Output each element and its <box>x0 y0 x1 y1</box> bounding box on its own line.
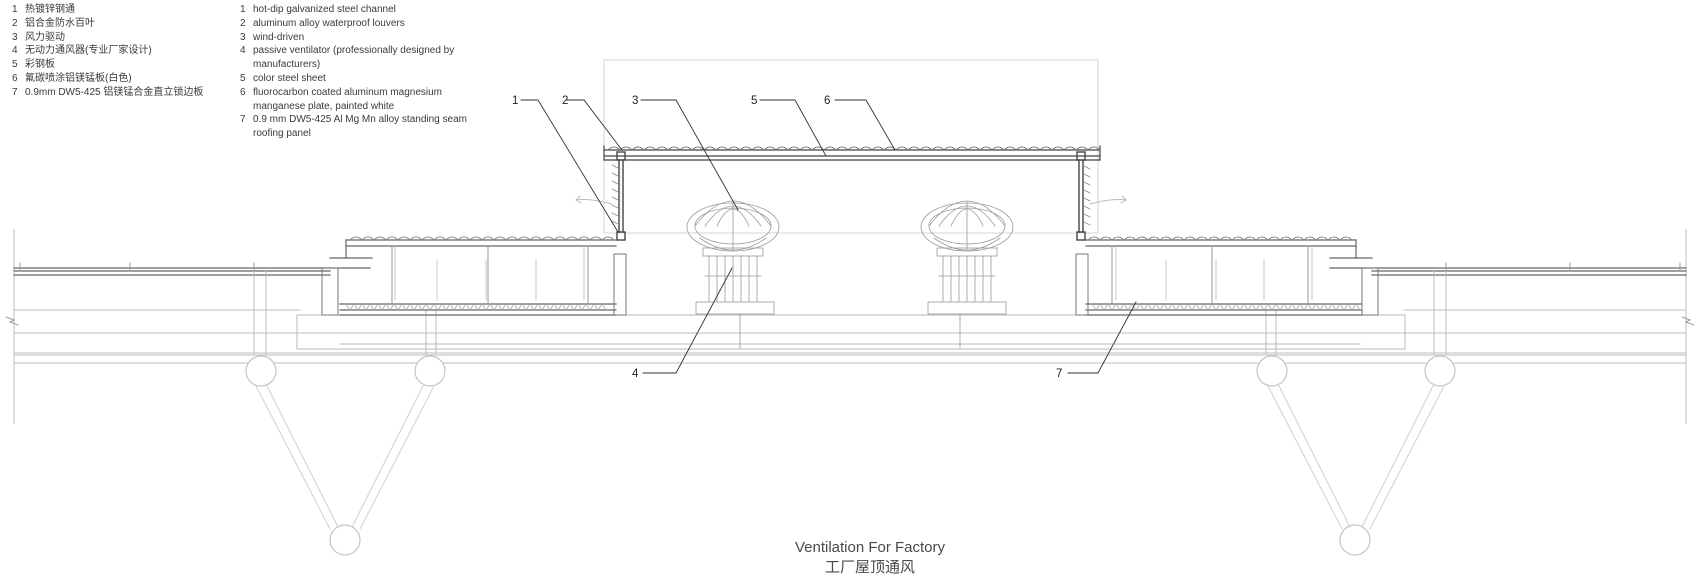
turbine-ventilator-right <box>920 200 1014 349</box>
legend-zh-num: 5 <box>12 59 18 71</box>
legend-zh-text: 风力驱动 <box>25 31 65 43</box>
legend-zh-text: 0.9mm DW5-425 铝镁锰合金直立锁边板 <box>25 86 204 98</box>
legend-zh-num: 6 <box>12 72 18 84</box>
legend-en-text: aluminum alloy waterproof louvers <box>253 17 405 29</box>
title-english: Ventilation For Factory <box>794 539 946 556</box>
cap-roof <box>603 145 1101 161</box>
cap-outline <box>603 59 1099 234</box>
legend-zh-item-3: 3 风力驱动 <box>12 31 232 45</box>
insulation-hatch <box>345 303 1361 311</box>
callout-1: 1 <box>512 95 518 107</box>
legend-zh-text: 铝合金防水百叶 <box>25 17 95 29</box>
legend-en-item-1: 1 hot-dip galvanized steel channel <box>240 3 470 17</box>
legend-en-item-4: 4 passive ventilator (professionally desi… <box>240 44 470 72</box>
hangers <box>394 245 1313 301</box>
lower-roof-left <box>13 267 371 276</box>
legend-zh-text: 无动力通风器(专业厂家设计) <box>25 45 152 57</box>
raised-roof-ribs <box>349 236 1353 241</box>
legend-en-item-2: 2 aluminum alloy waterproof louvers <box>240 17 470 31</box>
side-walls <box>321 253 1379 316</box>
lower-roof-right <box>1329 267 1687 276</box>
legend-zh-item-4: 4 无动力通风器(专业厂家设计) <box>12 44 232 58</box>
callout-leaders <box>520 99 1137 374</box>
callout-2: 2 <box>562 95 568 107</box>
steel-channel-left <box>616 151 626 241</box>
truss-joints <box>245 355 1456 556</box>
legend-en-text: fluorocarbon coated aluminum magnesium m… <box>253 86 442 112</box>
base-slab <box>296 314 1406 350</box>
columns <box>253 270 1447 356</box>
legend-zh-item-1: 1 热镀锌钢通 <box>12 3 232 17</box>
steel-channel-right <box>1076 151 1086 241</box>
legend-zh-num: 7 <box>12 86 18 98</box>
truss-diagonals <box>255 383 1445 530</box>
legend-zh-item-6: 6 氟碳喷涂铝镁锰板(白色) <box>12 72 232 86</box>
legend-en-item-6: 6 fluorocarbon coated aluminum magnesium … <box>240 86 470 114</box>
legend-en-num: 5 <box>240 72 246 84</box>
turbine-ventilator-left <box>686 200 780 349</box>
lower-roof-seams <box>19 262 1681 272</box>
raised-roof-left <box>329 239 617 316</box>
callout-5: 5 <box>751 95 757 107</box>
legend-zh-text: 热镀锌钢通 <box>25 4 75 15</box>
callout-4: 4 <box>632 368 639 380</box>
drawing-title: Ventilation For Factory 工厂屋顶通风 <box>700 538 1040 578</box>
raised-roof-right <box>1085 239 1373 316</box>
legend-en-num: 6 <box>240 86 246 98</box>
legend-en-num: 3 <box>240 31 246 43</box>
legend-en-num: 7 <box>240 114 246 126</box>
airflow-arrows <box>575 195 1127 205</box>
break-marks <box>5 316 1695 326</box>
legend-en-text: color steel sheet <box>253 72 326 84</box>
raised-roof-posts <box>391 245 1309 305</box>
main-beam <box>13 229 1687 424</box>
legend-zh-text: 氟碳喷涂铝镁锰板(白色) <box>25 72 132 84</box>
callout-3: 3 <box>632 95 638 107</box>
callout-7: 7 <box>1056 368 1062 380</box>
legend-zh-num: 3 <box>12 31 18 43</box>
legend-zh-item-5: 5 彩钢板 <box>12 58 232 72</box>
legend-zh-num: 1 <box>12 4 18 15</box>
legend-en-num: 4 <box>240 45 246 57</box>
legend-en-text: wind-driven <box>253 31 305 43</box>
cap-roof-ribs <box>607 146 1101 151</box>
legend-zh-num: 2 <box>12 17 18 29</box>
louvers <box>611 164 1091 226</box>
legend-zh-text: 彩钢板 <box>25 59 55 71</box>
legend-zh-item-7: 7 0.9mm DW5-425 铝镁锰合金直立锁边板 <box>12 86 232 100</box>
legend-en-item-3: 3 wind-driven <box>240 31 470 45</box>
legend-zh-item-2: 2 铝合金防水百叶 <box>12 17 232 31</box>
callout-6: 6 <box>824 95 830 107</box>
title-chinese: 工厂屋顶通风 <box>824 559 915 576</box>
legend-en-item-5: 5 color steel sheet <box>240 72 470 86</box>
legend-en-num: 1 <box>240 4 246 15</box>
legend-en-num: 2 <box>240 17 246 29</box>
legend-en-text: 0.9 mm DW5-425 Al Mg Mn alloy standing s… <box>253 114 467 140</box>
legend-en-item-7: 7 0.9 mm DW5-425 Al Mg Mn alloy standing … <box>240 113 470 141</box>
legend-english: 1 hot-dip galvanized steel channel 2 alumi… <box>240 3 470 141</box>
legend-en-text: passive ventilator (professionally desig… <box>253 45 455 71</box>
legend-en-text: hot-dip galvanized steel channel <box>253 4 396 15</box>
legend-zh-num: 4 <box>12 45 18 57</box>
